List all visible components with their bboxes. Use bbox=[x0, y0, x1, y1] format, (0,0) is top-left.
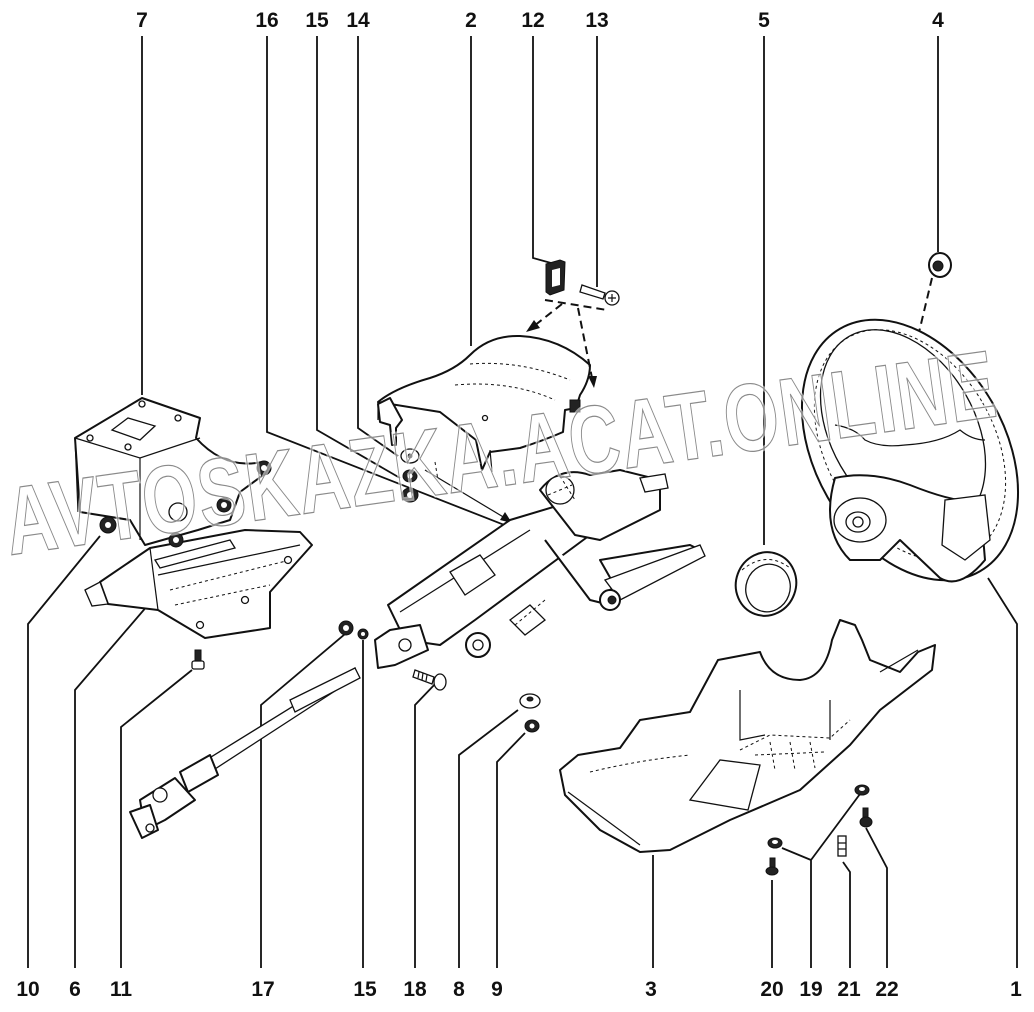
nut-9 bbox=[524, 719, 540, 733]
callout-21: 21 bbox=[837, 978, 861, 1001]
lower-bracket-shape bbox=[99, 529, 313, 639]
callout-13: 13 bbox=[585, 9, 608, 32]
bracket-assembly bbox=[74, 397, 313, 670]
callout-1: 1 bbox=[1010, 978, 1022, 1001]
leader-14 bbox=[357, 36, 399, 457]
callout-11: 11 bbox=[110, 978, 133, 1001]
bolt-18 bbox=[412, 669, 447, 691]
bracket-window bbox=[110, 417, 157, 441]
wheel-nut-4 bbox=[928, 252, 952, 278]
leader-10 bbox=[27, 535, 101, 968]
leader-8 bbox=[458, 709, 519, 968]
screw-21 bbox=[837, 835, 847, 857]
callouts-top: 7 16 15 14 2 12 13 5 4 bbox=[136, 9, 944, 32]
callout-18: 18 bbox=[403, 978, 427, 1001]
callout-17: 17 bbox=[251, 978, 274, 1001]
leader-18 bbox=[414, 681, 438, 968]
callout-8: 8 bbox=[453, 978, 465, 1001]
leader-lines bbox=[27, 36, 1018, 968]
callout-15-bottom: 15 bbox=[353, 978, 377, 1001]
callout-19: 19 bbox=[799, 978, 822, 1001]
steering-column bbox=[374, 469, 706, 669]
washer-19a bbox=[767, 837, 783, 849]
upper-shroud bbox=[377, 334, 591, 473]
callout-15-top: 15 bbox=[305, 9, 329, 32]
callout-7: 7 bbox=[136, 9, 148, 32]
bolt-11 bbox=[191, 649, 205, 670]
lower-shroud bbox=[559, 619, 936, 853]
washer-8 bbox=[519, 693, 541, 709]
leader-16 bbox=[266, 36, 513, 529]
callout-6: 6 bbox=[69, 978, 81, 1001]
leader-11 bbox=[120, 669, 193, 968]
callout-16: 16 bbox=[255, 9, 278, 32]
leader-9 bbox=[496, 732, 526, 968]
screw-20 bbox=[765, 857, 779, 876]
callout-4: 4 bbox=[932, 9, 944, 32]
callout-14: 14 bbox=[346, 9, 370, 32]
callout-2: 2 bbox=[465, 9, 477, 32]
intermediate-shaft bbox=[129, 667, 361, 839]
screw-13 bbox=[579, 284, 620, 306]
washer-15b bbox=[357, 628, 369, 640]
steering-wheel-1 bbox=[800, 318, 1020, 583]
leader-22 bbox=[865, 827, 888, 968]
callout-22: 22 bbox=[875, 978, 898, 1001]
callout-3: 3 bbox=[645, 978, 657, 1001]
contact-ring-5 bbox=[734, 551, 798, 617]
leader-12 bbox=[532, 36, 552, 264]
leader-17 bbox=[260, 633, 346, 968]
leader-19 bbox=[781, 793, 861, 968]
leader-1 bbox=[987, 577, 1018, 968]
callout-12: 12 bbox=[521, 9, 544, 32]
callout-20: 20 bbox=[760, 978, 783, 1001]
clip-12 bbox=[545, 259, 566, 296]
leader-15a bbox=[316, 36, 401, 479]
callout-9: 9 bbox=[491, 978, 503, 1001]
callout-10: 10 bbox=[16, 978, 39, 1001]
leader-21 bbox=[842, 861, 851, 968]
washer-19b bbox=[854, 784, 870, 796]
leader-6 bbox=[74, 604, 149, 968]
callout-5: 5 bbox=[758, 9, 770, 32]
nut-17 bbox=[338, 620, 354, 636]
callouts-bottom: 10 6 11 17 15 18 8 9 3 20 19 21 22 1 bbox=[16, 978, 1022, 1001]
washer-stack bbox=[400, 448, 512, 523]
screw-22 bbox=[859, 807, 873, 828]
